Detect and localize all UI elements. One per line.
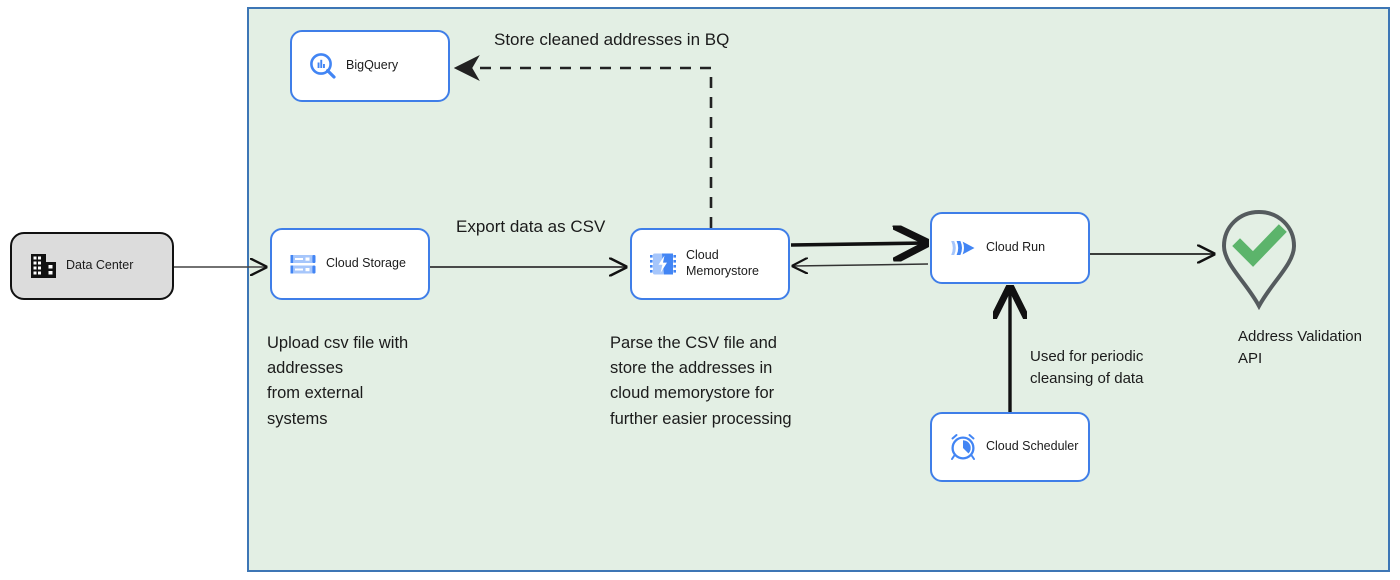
cloud-scheduler-icon [946, 430, 980, 464]
node-label: Data Center [66, 258, 134, 273]
cloud-memorystore-icon [646, 247, 680, 281]
node-cloud-memorystore[interactable]: Cloud Memorystore [630, 228, 790, 300]
edge-memorystore-to-cloudrun [790, 243, 926, 245]
node-label: Cloud Storage [326, 256, 406, 271]
address-validation-pin-icon [1221, 209, 1297, 311]
edge-memorystore-to-bigquery-dashed [453, 55, 713, 228]
node-cloud-storage[interactable]: Cloud Storage [270, 228, 430, 300]
node-label: Cloud Scheduler [986, 439, 1079, 454]
caption-upload-csv: Upload csv file with addresses from exte… [267, 334, 409, 428]
edge-cloudrun-to-memorystore [793, 264, 929, 266]
node-data-center[interactable]: Data Center [10, 232, 174, 300]
cloud-run-icon [946, 231, 980, 265]
node-bigquery[interactable]: BigQuery [290, 30, 450, 102]
bigquery-icon [306, 49, 340, 83]
node-label: Cloud Memorystore [686, 248, 759, 278]
cloud-storage-icon [286, 247, 320, 281]
node-label: Cloud Run [986, 240, 1046, 255]
data-center-icon [26, 249, 60, 283]
node-cloud-run[interactable]: Cloud Run [930, 212, 1090, 284]
node-address-validation-api[interactable] [1218, 208, 1300, 311]
caption-parse-csv: Parse the CSV file and store the address… [610, 334, 792, 428]
node-cloud-scheduler[interactable]: Cloud Scheduler [930, 412, 1090, 482]
edge-label-export-data-as-csv: Export data as CSV [456, 217, 606, 236]
node-label: BigQuery [346, 58, 399, 73]
label-address-validation-api: Address Validation API [1238, 328, 1362, 367]
edge-label-store-cleaned-addresses: Store cleaned addresses in BQ [494, 30, 730, 49]
edge-label-periodic-cleansing: Used for periodic cleansing of data [1030, 348, 1144, 387]
